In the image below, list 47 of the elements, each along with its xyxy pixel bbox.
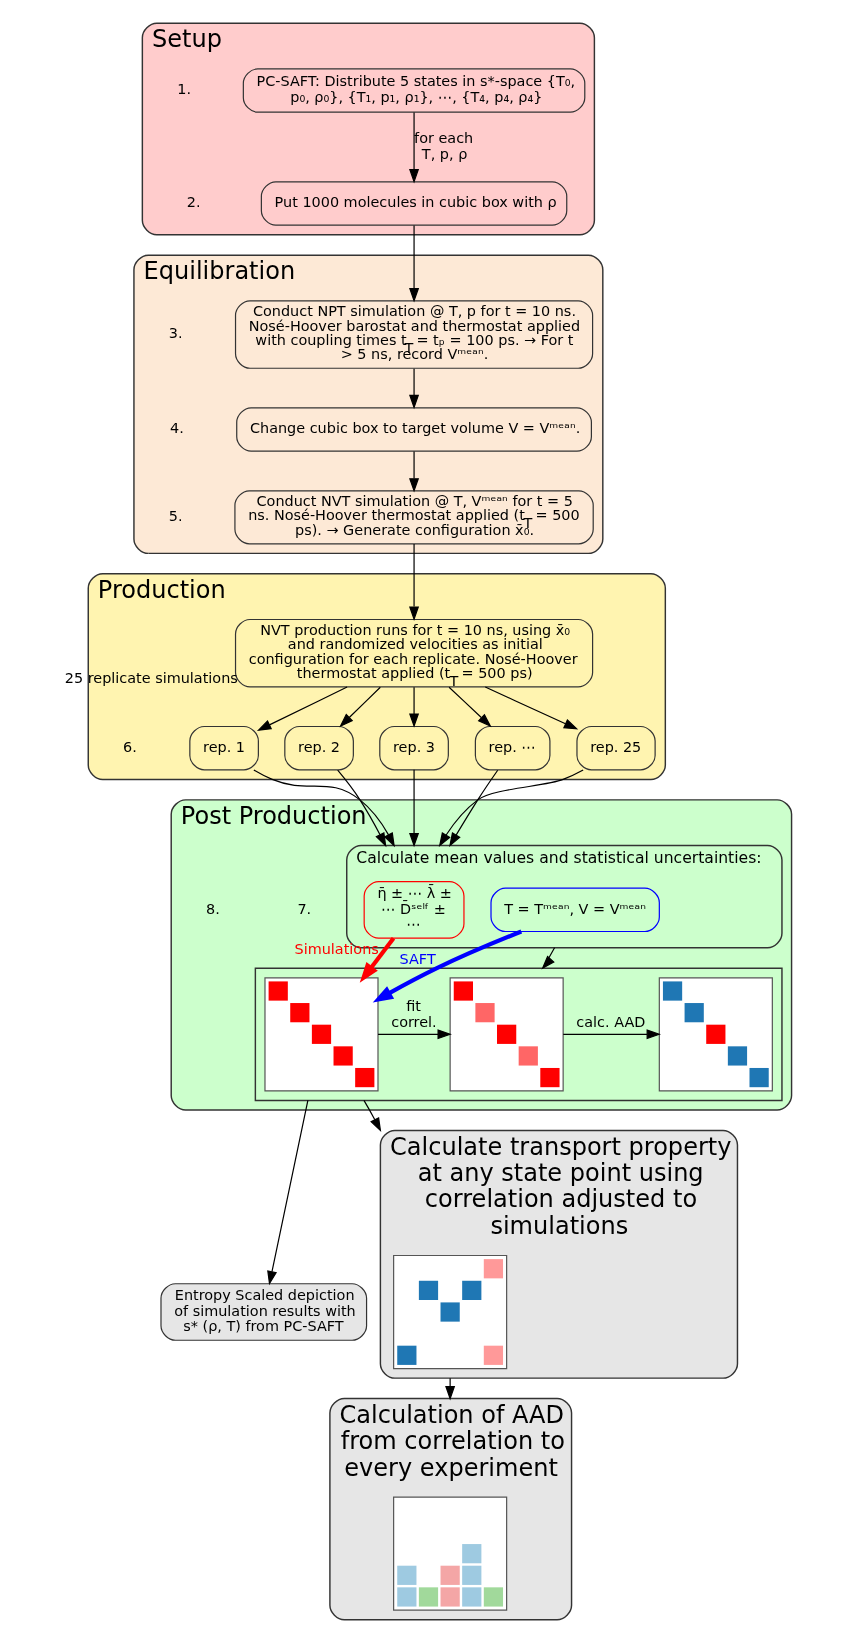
arrow (444, 1377, 455, 1401)
node-box: rep. 1 (188, 725, 259, 771)
cluster (254, 967, 783, 1102)
arrow (562, 1029, 661, 1040)
edge-label: SAFT (399, 951, 436, 968)
label: 2. (186, 194, 201, 211)
cluster: Calculation of AAD from correlation to every experiment (328, 1397, 572, 1621)
arrow (408, 111, 419, 184)
arrow (408, 686, 419, 728)
arrow (408, 450, 419, 493)
node-box: T = Tᵐᵉᵃⁿ, V = Vᵐᵉᵃⁿ (489, 887, 660, 933)
label: 7. (296, 900, 311, 917)
edge-label: fit correl. (390, 997, 437, 1030)
arrow (359, 936, 395, 983)
node-box: rep. ⋯ (474, 725, 550, 771)
node-box: Change cubic box to target volume V = Vᵐᵉᵃⁿ. (235, 407, 592, 452)
label: 5. (168, 508, 183, 525)
label: 4. (169, 420, 184, 437)
arrow (336, 769, 386, 848)
arrow (256, 686, 348, 731)
arrow (376, 1029, 452, 1040)
arrow (362, 1099, 381, 1133)
arrow (408, 769, 419, 848)
edge-label: calc. AAD (575, 1013, 645, 1030)
node-box: η̄ ± ⋯ λ̄ ± ⋯ D̄ˢᵉˡᶠ ± ⋯ (363, 881, 465, 939)
arrow (438, 769, 584, 848)
label: 8. (205, 900, 220, 917)
node-box: rep. 3 (378, 725, 449, 771)
cluster: Calculate transport property at any state point using correlation adjusted to simulations (379, 1129, 738, 1379)
arrow (408, 368, 419, 410)
label: 1. (176, 81, 191, 98)
node-box: PC-SAFT: Distribute 5 states in s*-space {T₀, p₀, ρ₀}, {T₁, p₁, ρ₁}, ⋯, {T₄, p₄, ρ₄} (242, 68, 585, 113)
arrow (338, 686, 381, 728)
arrow (448, 686, 492, 728)
node-box: Put 1000 molecules in cubic box with ρ (260, 181, 567, 226)
arrow (484, 686, 578, 730)
arrow (252, 769, 395, 848)
label: 6. (122, 738, 137, 755)
label: 3. (168, 325, 183, 342)
arrow (408, 543, 419, 621)
node-box: rep. 2 (283, 725, 354, 771)
arrow (266, 1099, 308, 1286)
arrow (408, 224, 419, 303)
arrow (540, 947, 555, 970)
arrow (448, 769, 498, 848)
node-box: Entropy Scaled depiction of simulation results with s* (ρ, T) from PC-SAFT (159, 1283, 367, 1341)
node-box: rep. 25 (575, 725, 656, 771)
